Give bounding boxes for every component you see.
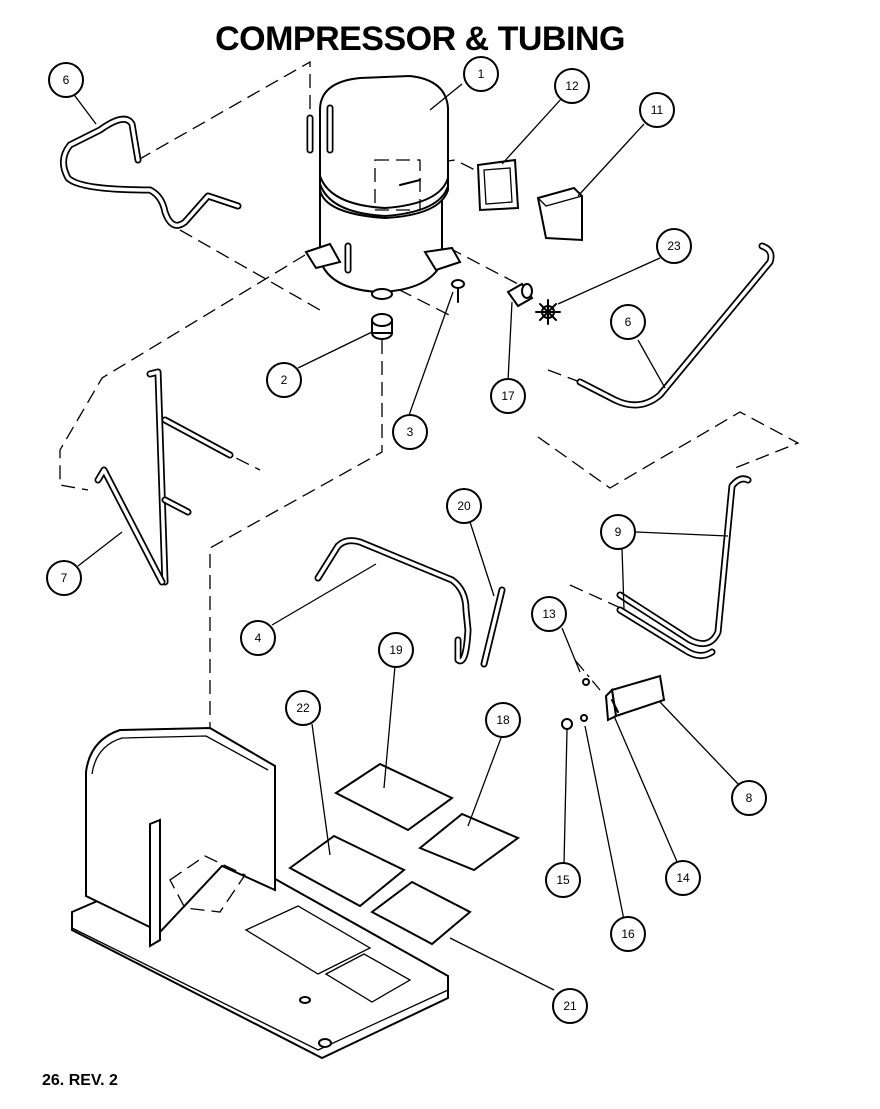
callout-circle xyxy=(392,414,428,450)
tube-4 xyxy=(314,537,472,665)
callout-number: 2 xyxy=(281,373,288,387)
callout-number: 1 xyxy=(478,67,485,81)
callout-number: 7 xyxy=(61,571,68,585)
callout-17: 17 xyxy=(490,378,526,414)
callout-circle xyxy=(610,304,646,340)
callout-number: 19 xyxy=(389,643,403,657)
callout-6: 6 xyxy=(610,304,646,340)
tube-6-upper xyxy=(60,115,242,229)
tube-9 xyxy=(616,475,752,659)
callout-number: 18 xyxy=(496,713,510,727)
tube-20 xyxy=(480,586,506,668)
fitting xyxy=(506,282,534,308)
leader-lines xyxy=(71,83,741,991)
callout-12: 12 xyxy=(554,68,590,104)
callout-circle xyxy=(240,620,276,656)
callout-11: 11 xyxy=(639,92,675,128)
callout-circle xyxy=(446,488,482,524)
callout-9: 9 xyxy=(600,514,636,550)
callout-13: 13 xyxy=(531,596,567,632)
callout-number: 13 xyxy=(542,607,556,621)
callout-number: 11 xyxy=(651,103,664,117)
callout-number: 8 xyxy=(746,791,753,805)
callout-circle xyxy=(46,560,82,596)
screws-small xyxy=(561,678,590,730)
callout-number: 6 xyxy=(63,73,70,87)
callout-number: 14 xyxy=(676,871,690,885)
callout-number: 20 xyxy=(457,499,471,513)
callout-number: 23 xyxy=(667,239,681,253)
callout-circle xyxy=(490,378,526,414)
callout-circle xyxy=(485,702,521,738)
callout-19: 19 xyxy=(378,632,414,668)
callout-22: 22 xyxy=(285,690,321,726)
callout-21: 21 xyxy=(552,988,588,1024)
callout-circle xyxy=(639,92,675,128)
callout-number: 9 xyxy=(615,525,622,539)
callout-circle xyxy=(600,514,636,550)
callout-15: 15 xyxy=(545,862,581,898)
callout-number: 15 xyxy=(556,873,570,887)
callout-number: 12 xyxy=(565,79,579,93)
callout-number: 21 xyxy=(563,999,577,1013)
callout-circle xyxy=(48,62,84,98)
callout-circle xyxy=(266,362,302,398)
page-footer: 26. REV. 2 xyxy=(42,1072,118,1089)
grommet xyxy=(371,313,393,340)
callout-circle xyxy=(665,860,701,896)
callout-number: 16 xyxy=(621,927,635,941)
insulation-pads xyxy=(288,762,521,946)
callout-7: 7 xyxy=(46,560,82,596)
callout-circle xyxy=(285,690,321,726)
diagram-title: COMPRESSOR & TUBING xyxy=(215,20,625,58)
callout-circle xyxy=(545,862,581,898)
callout-circle xyxy=(610,916,646,952)
overload-protector xyxy=(476,158,520,212)
callout-circle xyxy=(552,988,588,1024)
callout-number: 22 xyxy=(296,701,310,715)
callout-number: 4 xyxy=(255,631,262,645)
callout-circle xyxy=(731,780,767,816)
callout-3: 3 xyxy=(392,414,428,450)
callout-1: 1 xyxy=(463,56,499,92)
callout-number: 17 xyxy=(501,389,515,403)
callout-number: 6 xyxy=(625,315,632,329)
assembly-dashed-lines xyxy=(59,60,800,900)
callout-20: 20 xyxy=(446,488,482,524)
callout-circle xyxy=(554,68,590,104)
compressor xyxy=(304,74,462,300)
callout-6: 6 xyxy=(48,62,84,98)
mounting-bolt xyxy=(451,279,465,303)
valve-bracket xyxy=(604,674,666,722)
callout-8: 8 xyxy=(731,780,767,816)
callout-14: 14 xyxy=(665,860,701,896)
callout-number: 3 xyxy=(407,425,414,439)
callout-circle xyxy=(656,228,692,264)
callout-circle xyxy=(463,56,499,92)
callout-circle xyxy=(531,596,567,632)
cabinet-base xyxy=(71,726,449,1060)
callout-2: 2 xyxy=(266,362,302,398)
callout-18: 18 xyxy=(485,702,521,738)
terminal-cover xyxy=(536,186,583,242)
callout-23: 23 xyxy=(656,228,692,264)
callout-4: 4 xyxy=(240,620,276,656)
callout-16: 16 xyxy=(610,916,646,952)
tube-7 xyxy=(94,368,234,586)
valve-core xyxy=(535,299,561,325)
tube-6-right xyxy=(576,242,775,409)
callout-circle xyxy=(378,632,414,668)
